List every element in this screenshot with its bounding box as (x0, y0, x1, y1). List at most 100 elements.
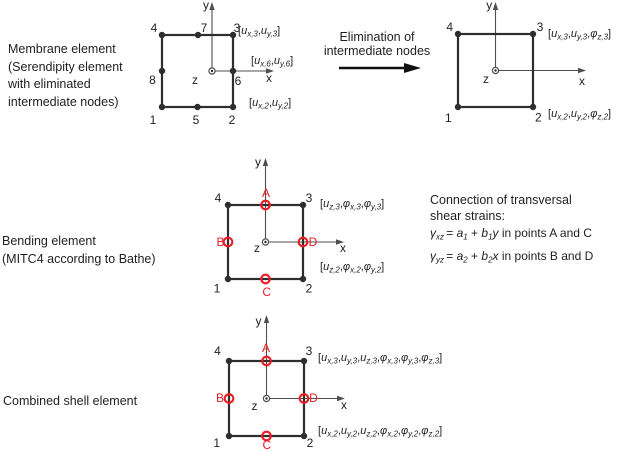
z-axis-dot (264, 240, 267, 244)
node-dot-4 (225, 357, 233, 365)
node-dot-2 (529, 103, 537, 111)
y-axis-label: y (256, 314, 262, 328)
membrane-left-node2-dof: [ux,2,uy,2] (249, 97, 292, 111)
tying-point-A (261, 355, 272, 367)
element-outline (226, 203, 305, 281)
caption-line: intermediate nodes) (8, 94, 119, 109)
membrane-right-node3-dof: [ux,3,uy,3,φz,3] (548, 28, 612, 42)
node-label-2: 2 (306, 282, 313, 296)
node-dot-2 (229, 103, 237, 111)
node-dot-1 (224, 275, 232, 283)
z-axis-dot (494, 69, 497, 72)
node-label-4: 4 (446, 20, 453, 34)
combined-diagram: 4 3 1 2 A B C D y x z (213, 314, 347, 452)
membrane-left-node3-dof: [ux,3,uy,3] (238, 25, 281, 39)
node-dot-1 (454, 103, 462, 111)
tying-point-label-D: D (309, 391, 318, 405)
transition-line: intermediate nodes (323, 44, 431, 58)
node-label-6: 6 (235, 74, 242, 88)
caption-line: Bending element (2, 234, 96, 248)
tying-point-C (260, 273, 271, 285)
y-axis-label: y (486, 0, 492, 12)
node-dot-2 (299, 275, 307, 283)
node-label-3: 3 (234, 21, 241, 35)
caption-line: Membrane element (8, 42, 116, 56)
node-dot-5 (194, 103, 201, 111)
tying-point-C (261, 430, 272, 442)
tying-point-label-D: D (309, 235, 318, 249)
element-outline (227, 359, 306, 438)
tying-point-A (260, 199, 271, 211)
bending-caption: Bending element (MITC4 according to Bath… (2, 233, 156, 268)
node-dot-1 (225, 432, 233, 440)
caption-line: (MITC4 according to Bathe) (2, 251, 156, 266)
transition-label: Elimination of intermediate nodes (310, 30, 444, 58)
node-dot-6 (229, 67, 237, 75)
membrane-left-node6-dof: [ux,6,uy,6] (251, 55, 294, 69)
node-dot-4 (224, 201, 232, 209)
node-dot-3 (229, 31, 237, 39)
tying-point-D (298, 393, 310, 404)
note-line: Connection of transversal (430, 193, 572, 207)
shear-strain-note: Connection of transversal shear strains:… (430, 192, 621, 269)
tying-point-label-A: A (262, 341, 270, 355)
tying-point-label-A: A (262, 186, 270, 200)
gamma-yz-equation: γyz = a2 + b2x in points B and D (430, 248, 594, 265)
caption-line: (Serendipity element (8, 59, 123, 74)
node-label-8: 8 (149, 73, 156, 87)
x-axis-label: x (266, 71, 272, 85)
node-label-1: 1 (213, 436, 220, 450)
combined-node2-dof: [ux,2,uy,2,uz,2,φx,2,φy,2,φz,2] (318, 425, 443, 439)
node-label-7: 7 (201, 21, 208, 35)
membrane-right-diagram: 4 3 1 2 y x z (445, 0, 586, 125)
node-label-1: 1 (214, 282, 221, 296)
node-label-4: 4 (214, 344, 221, 358)
x-axis-label: x (340, 241, 346, 255)
node-dot-3 (300, 357, 308, 365)
tying-point-D (297, 236, 309, 248)
tying-point-B (223, 393, 235, 404)
arrow-head (404, 63, 421, 73)
membrane-left-diagram: 4 7 3 8 6 1 5 2 y x z (149, 0, 274, 127)
z-axis-label: z (192, 73, 198, 87)
z-axis-label: z (254, 241, 260, 255)
tying-point-label-C: C (262, 438, 271, 452)
z-axis-label: z (252, 399, 258, 413)
node-dot-3 (529, 30, 537, 38)
element-outline (456, 32, 535, 109)
caption-line: with eliminated (8, 77, 91, 91)
y-axis-label: y (203, 0, 209, 12)
node-label-4: 4 (215, 191, 222, 205)
x-axis-arrow-icon (578, 67, 586, 74)
combined-caption: Combined shell element (3, 393, 137, 411)
node-label-1: 1 (445, 111, 452, 125)
y-axis-arrow-icon (263, 315, 270, 323)
bending-node2-dof: [uz,2,φx,2,φy,2] (320, 261, 385, 275)
x-axis-arrow-icon (336, 239, 344, 245)
caption-line: Combined shell element (3, 394, 138, 408)
bending-node3-dof: [uz,3,φx,3,φy,3] (320, 198, 385, 212)
y-axis-arrow-icon (262, 158, 269, 166)
right-arrow-icon (339, 63, 421, 73)
node-label-2: 2 (229, 113, 236, 127)
y-axis-arrow-icon (209, 2, 215, 10)
node-dot-2 (300, 432, 308, 440)
node-label-3: 3 (306, 344, 313, 358)
y-axis-arrow-icon (492, 2, 499, 10)
node-dot-7 (194, 31, 202, 39)
z-axis-dot (265, 397, 268, 400)
x-axis-arrow-icon (337, 395, 345, 402)
membrane-right-node2-dof: [ux,2,uy,2,φz,2] (548, 108, 612, 122)
node-dot-4 (454, 30, 462, 38)
tying-point-label-B: B (216, 391, 224, 405)
node-dot-8 (158, 67, 166, 75)
node-label-2: 2 (535, 111, 542, 125)
membrane-caption: Membrane element (Serendipity element wi… (8, 41, 123, 111)
note-line: shear strains: (430, 209, 506, 223)
bending-diagram: 4 3 1 2 A B C D y x z (214, 155, 346, 299)
combined-node3-dof: [ux,3,uy,3,uz,3,φx,3,φy,3,φz,3] (318, 352, 443, 366)
z-axis-label: z (483, 72, 489, 86)
node-label-2: 2 (307, 436, 314, 450)
node-dot-4 (158, 31, 166, 39)
